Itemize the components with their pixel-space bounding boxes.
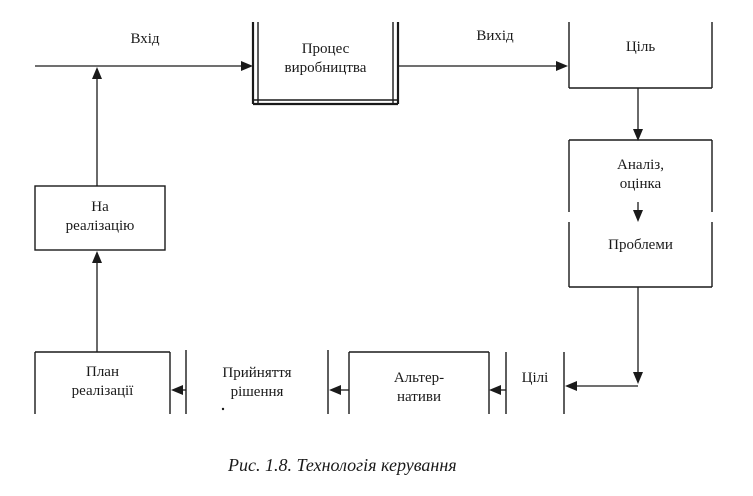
arrow-input-to-process (35, 61, 253, 71)
goals-label-line1: Цілі (521, 370, 549, 386)
alternatives-label-line2: нативи (397, 389, 441, 405)
implementation-box (34, 185, 166, 251)
arrow-problems-to-goals (565, 287, 643, 391)
goals-box (505, 352, 565, 414)
implementation-label: На реалізацію (35, 198, 165, 236)
arrow-goal-to-analysis (633, 88, 643, 141)
stray-dot (221, 407, 225, 411)
plan-box (34, 351, 171, 414)
alternatives-label: Альтер- нативи (349, 369, 489, 407)
arrow-process-to-goal (398, 61, 568, 71)
alternatives-box (348, 351, 490, 414)
problems-label-line1: Проблеми (608, 237, 673, 253)
output-label: Вихід (476, 28, 514, 44)
decision-label-line1: Прийняття (222, 365, 292, 381)
plan-label-line2: реалізації (71, 383, 134, 399)
arrow-decision-to-plan (171, 385, 186, 395)
plan-label-line1: План (85, 364, 119, 380)
analysis-box (568, 139, 713, 212)
process-label-line2: виробництва (284, 60, 367, 76)
arrow-alternatives-to-decision (329, 385, 349, 395)
goal-label: Ціль (569, 38, 712, 57)
analysis-label-line1: Аналіз, (617, 157, 664, 173)
implementation-label-line2: реалізацію (65, 218, 135, 234)
goals-label: Цілі (506, 369, 564, 388)
goal-label-line1: Ціль (625, 39, 656, 55)
arrow-plan-to-implementation (92, 251, 102, 352)
process-label: Процес виробництва (258, 40, 393, 78)
decision-box (185, 350, 329, 414)
arrow-implementation-to-input (92, 67, 102, 186)
arrow-goals-to-alternatives (489, 385, 506, 395)
process-box (251, 22, 400, 106)
input-label: Вхід (130, 31, 160, 47)
plan-label: План реалізації (35, 363, 170, 401)
goal-box (568, 22, 713, 89)
arrow-analysis-to-problems (633, 202, 643, 222)
problems-label: Проблеми (569, 236, 712, 255)
analysis-label: Аналіз, оцінка (569, 156, 712, 194)
decision-label-line2: рішення (230, 384, 284, 400)
analysis-label-line2: оцінка (619, 176, 662, 192)
problems-box (568, 222, 713, 288)
implementation-label-line1: На (91, 199, 109, 215)
decision-label: Прийняття рішення (186, 364, 328, 402)
figure-caption: Рис. 1.8. Технологія керування (228, 455, 457, 475)
process-label-line1: Процес (301, 41, 350, 57)
alternatives-label-line1: Альтер- (393, 370, 445, 386)
